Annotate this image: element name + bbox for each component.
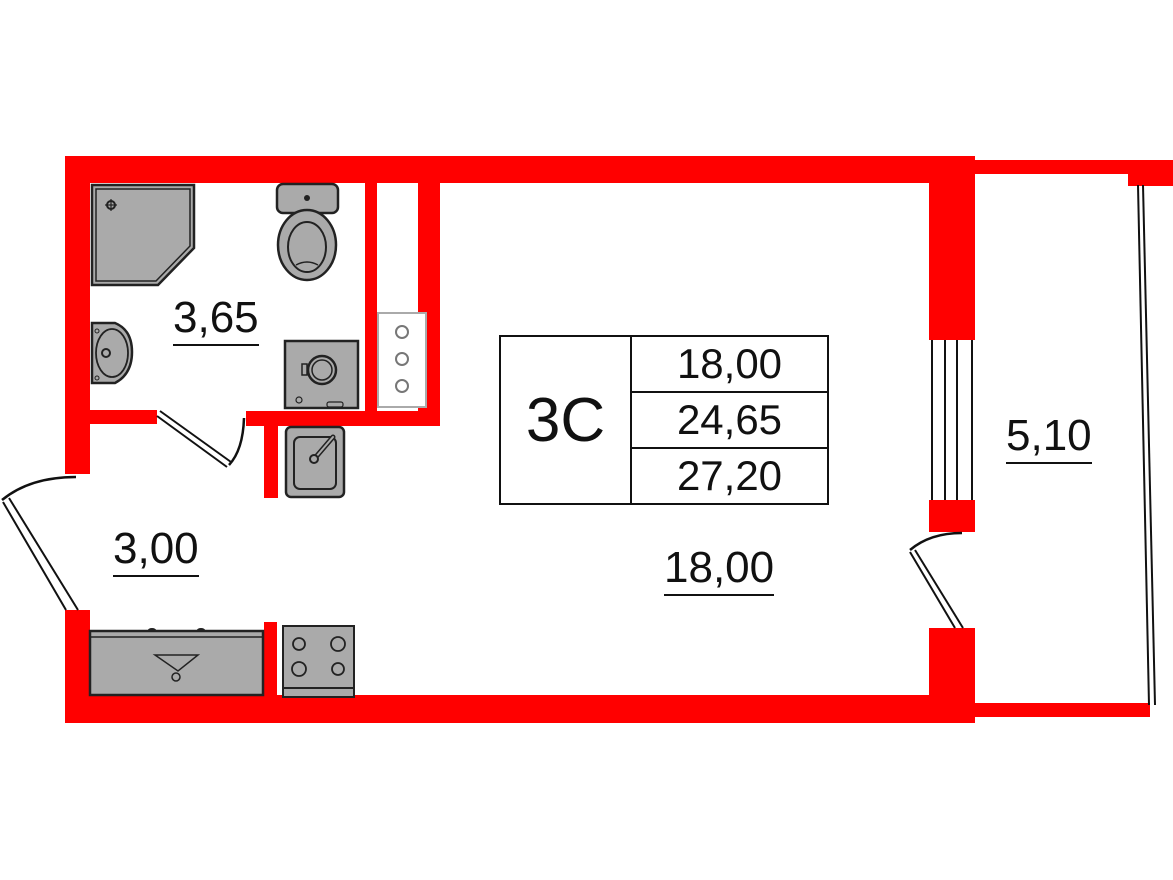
washing-machine-icon — [283, 339, 360, 410]
total-area-value: 27,20 — [676, 452, 783, 499]
riser-icon — [377, 312, 427, 408]
walls — [65, 156, 1173, 723]
toilet-icon — [275, 182, 340, 282]
washbasin-icon — [90, 321, 134, 385]
stove-icon — [282, 625, 355, 698]
kitchen-counter-icon — [88, 628, 265, 697]
apartment-type-code: 3C — [501, 337, 632, 503]
balcony-glazing — [1137, 184, 1156, 706]
area-without-balcony-value: 24,65 — [632, 393, 827, 449]
bathroom-door — [156, 410, 246, 468]
living-area-value: 18,00 — [632, 337, 827, 393]
balcony-door — [909, 531, 964, 629]
window — [931, 340, 973, 500]
area-summary-table: 3C 18,00 24,65 27,20 — [499, 335, 829, 505]
room-area-bathroom: 3,65 — [173, 296, 259, 346]
room-area-hallway: 3,00 — [113, 527, 199, 577]
shower-icon — [90, 183, 196, 287]
room-area-balcony: 5,10 — [1006, 414, 1092, 464]
kitchen-sink-icon — [284, 425, 346, 499]
room-area-living-room: 18,00 — [664, 546, 775, 596]
entrance-door — [1, 475, 79, 611]
